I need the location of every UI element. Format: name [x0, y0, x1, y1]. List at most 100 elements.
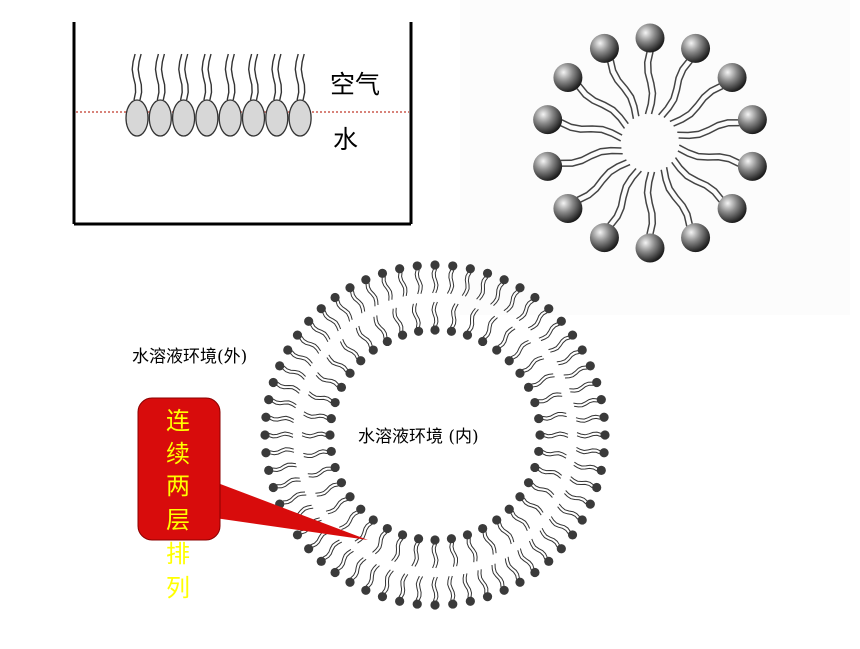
- phospholipid: [548, 516, 578, 540]
- lipid-bilayer-vesicle-diagram: 连 续 两 层 排 列 水溶液环境(外) 水溶液环境 (内): [120, 250, 760, 645]
- phospholipid: [345, 283, 366, 314]
- phospholipid: [516, 292, 540, 322]
- phospholipid: [391, 530, 408, 563]
- micelle-lipid: [658, 33, 711, 118]
- phospholipid: [345, 557, 367, 587]
- phospholipid: [528, 538, 554, 566]
- phospholipid: [446, 534, 458, 567]
- micelle-lipid: [589, 168, 642, 253]
- phospholipid: [503, 283, 525, 313]
- phospholipid: [292, 330, 322, 354]
- phospholipid: [430, 260, 440, 294]
- micelle-lipid: [635, 171, 665, 263]
- phospholipid: [523, 478, 555, 498]
- phospholipid: [372, 523, 392, 555]
- micelle-lipid: [589, 33, 640, 119]
- phospholipid: [275, 361, 306, 380]
- phospholipid: [530, 462, 563, 479]
- lipid-molecule: [288, 53, 312, 137]
- phospholipid: [339, 504, 366, 531]
- phospholipid: [361, 275, 379, 307]
- lipid-molecule: [218, 53, 242, 137]
- phospholipid: [283, 345, 313, 367]
- phospholipid: [392, 307, 408, 340]
- phospholipid: [412, 303, 424, 336]
- phospholipid: [504, 556, 525, 587]
- water-label: 水: [333, 125, 358, 154]
- phospholipid: [326, 354, 355, 378]
- phospholipid: [462, 307, 479, 340]
- lipid-molecule: [171, 53, 196, 137]
- phospholipid: [569, 377, 602, 393]
- micelle-lipid: [677, 105, 767, 140]
- phospholipid: [517, 548, 540, 578]
- lipid-molecule: [195, 53, 219, 137]
- phospholipid: [492, 515, 515, 545]
- phospholipid: [575, 412, 609, 423]
- phospholipid: [325, 492, 355, 515]
- phospholipid: [563, 361, 595, 379]
- lipid-monolayer: [125, 53, 312, 137]
- phospholipid: [515, 355, 545, 378]
- lipid-molecule: [125, 53, 149, 137]
- phospholipid: [490, 275, 509, 306]
- phospholipid: [446, 261, 458, 295]
- phospholipid: [573, 461, 606, 475]
- phospholipid: [575, 446, 609, 458]
- callout-char-4: 层: [166, 506, 190, 534]
- phospholipid: [395, 573, 409, 606]
- phospholipid: [573, 395, 606, 408]
- phospholipid: [268, 477, 301, 493]
- phospholipid: [303, 446, 336, 458]
- phospholipid: [261, 447, 295, 458]
- inner-leaflet: [301, 301, 569, 569]
- phospholipid: [411, 534, 424, 567]
- micelle-lipid: [553, 63, 629, 129]
- air-label: 空气: [330, 70, 380, 99]
- phospholipid: [412, 261, 423, 295]
- phospholipid: [264, 395, 297, 409]
- phospholipid: [330, 548, 354, 578]
- phospholipid: [430, 301, 440, 335]
- micelle-lipids: [533, 23, 767, 263]
- phospholipid: [534, 446, 567, 459]
- micelle-lipid: [660, 167, 711, 253]
- outer-leaflet: [260, 260, 610, 610]
- phospholipid: [354, 515, 378, 544]
- phospholipid: [447, 575, 458, 609]
- micelle-lipid: [635, 23, 665, 115]
- phospholipid: [576, 430, 610, 440]
- phospholipid: [527, 304, 554, 331]
- callout-char-6: 列: [166, 574, 190, 602]
- phospholipid: [275, 491, 307, 509]
- phospholipid: [557, 503, 587, 525]
- phospholipid: [548, 330, 578, 353]
- phospholipid: [395, 264, 408, 297]
- phospholipid: [316, 304, 342, 332]
- micelle-lipid: [533, 146, 623, 181]
- phospholipid: [268, 377, 301, 394]
- phospholipid: [504, 504, 531, 531]
- phospholipid: [476, 268, 493, 301]
- phospholipid: [377, 268, 393, 301]
- inner-environment-label: 水溶液环境 (内): [358, 427, 479, 447]
- callout-char-1: 连: [166, 407, 190, 435]
- phospholipid: [538, 316, 566, 342]
- phospholipid: [491, 563, 509, 595]
- beaker-walls: [72, 22, 413, 226]
- lipid-molecule: [265, 53, 289, 137]
- callout-char-2: 续: [166, 440, 190, 468]
- micelle-lipid: [533, 105, 623, 142]
- lipid-molecule: [241, 53, 266, 137]
- phospholipid: [535, 430, 569, 440]
- micelle-lipid: [553, 159, 631, 223]
- callout-box: [137, 397, 221, 541]
- phospholipid: [303, 411, 336, 424]
- phospholipid: [316, 539, 343, 566]
- phospholipid: [492, 326, 516, 355]
- phospholipid: [361, 564, 380, 595]
- phospholipid: [430, 576, 440, 610]
- micelle-lipid: [671, 157, 747, 223]
- phospholipid: [478, 523, 497, 555]
- phospholipid: [462, 530, 478, 563]
